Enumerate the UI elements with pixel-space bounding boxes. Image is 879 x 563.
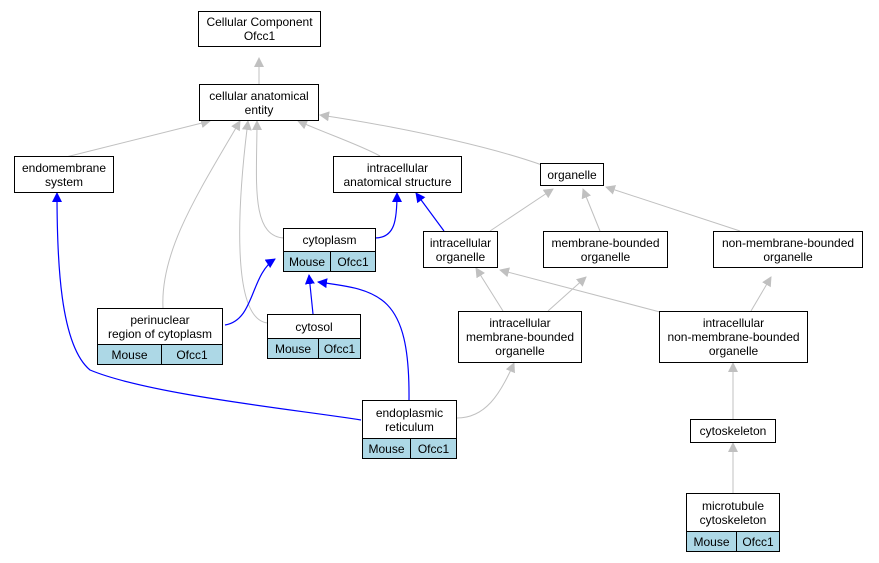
edge-inmbo-nmbo bbox=[750, 276, 772, 312]
edge-io-organelle bbox=[489, 188, 554, 232]
annotation-row: Mouse Ofcc1 bbox=[687, 531, 779, 551]
node-intracellular-non-membrane-bounded-organelle[interactable]: intracellular non-membrane-bounded organ… bbox=[659, 311, 808, 363]
edge-inmbo-io bbox=[499, 267, 661, 313]
node-organelle[interactable]: organelle bbox=[540, 163, 604, 186]
edge-imbo-mbo bbox=[547, 276, 587, 312]
edge-imbo-io bbox=[475, 267, 504, 312]
node-cellular-component[interactable]: Cellular Component Ofcc1 bbox=[198, 11, 321, 47]
node-intracellular-anatomical-structure[interactable]: intracellular anatomical structure bbox=[333, 156, 462, 193]
node-label: cytosol bbox=[295, 319, 333, 334]
node-cytoplasm[interactable]: cytoplasm Mouse Ofcc1 bbox=[283, 228, 376, 272]
node-cellular-anatomical-entity[interactable]: cellular anatomical entity bbox=[199, 84, 319, 121]
node-label: endomembrane system bbox=[21, 160, 107, 189]
node-microtubule-cytoskeleton[interactable]: microtubule cytoskeleton Mouse Ofcc1 bbox=[686, 493, 780, 552]
node-label: endoplasmic reticulum bbox=[375, 405, 444, 434]
node-label: membrane-bounded organelle bbox=[551, 235, 660, 264]
edge-cytoplasm-cae bbox=[251, 120, 285, 239]
edge-io-ias bbox=[415, 192, 445, 232]
node-label: Cellular Component Ofcc1 bbox=[206, 15, 313, 43]
gene-cell: Ofcc1 bbox=[318, 339, 360, 358]
node-endomembrane-system[interactable]: endomembrane system bbox=[14, 156, 114, 193]
node-label: cytoskeleton bbox=[699, 424, 767, 438]
edge-er-endo bbox=[52, 192, 362, 421]
annotation-row: Mouse Ofcc1 bbox=[98, 344, 222, 364]
gene-cell: Ofcc1 bbox=[736, 532, 779, 551]
node-label: intracellular anatomical structure bbox=[343, 160, 452, 189]
node-label: non-membrane-bounded organelle bbox=[721, 235, 855, 264]
species-cell: Mouse bbox=[363, 439, 410, 458]
edge-er-imbo bbox=[456, 362, 515, 419]
node-label: intracellular membrane-bounded organelle bbox=[465, 316, 575, 358]
node-endoplasmic-reticulum[interactable]: endoplasmic reticulum Mouse Ofcc1 bbox=[362, 400, 457, 459]
node-label: intracellular non-membrane-bounded organ… bbox=[667, 316, 800, 358]
species-cell: Mouse bbox=[687, 532, 736, 551]
node-intracellular-membrane-bounded-organelle[interactable]: intracellular membrane-bounded organelle bbox=[458, 311, 582, 363]
node-label: intracellular organelle bbox=[429, 235, 492, 264]
edge-er-cytoplasm bbox=[317, 278, 410, 401]
species-cell: Mouse bbox=[98, 345, 161, 364]
node-label: organelle bbox=[547, 167, 597, 182]
annotation-row: Mouse Ofcc1 bbox=[268, 338, 360, 358]
node-label: cellular anatomical entity bbox=[209, 88, 309, 117]
gene-cell: Ofcc1 bbox=[161, 345, 222, 364]
edge-nmbo-organelle bbox=[605, 185, 741, 232]
edge-ias-cae bbox=[297, 120, 381, 157]
edge-mbo-organelle bbox=[581, 188, 601, 232]
node-cytoskeleton[interactable]: cytoskeleton bbox=[690, 419, 776, 443]
annotation-row: Mouse Ofcc1 bbox=[363, 438, 456, 458]
species-cell: Mouse bbox=[284, 252, 330, 271]
node-label: perinuclear region of cytoplasm bbox=[107, 312, 213, 341]
node-label: microtubule cytoskeleton bbox=[699, 498, 767, 527]
node-perinuclear-region-of-cytoplasm[interactable]: perinuclear region of cytoplasm Mouse Of… bbox=[97, 308, 223, 365]
edge-peri-cae bbox=[162, 120, 241, 309]
edge-cytosol-cytoplasm bbox=[304, 274, 315, 315]
node-cytosol[interactable]: cytosol Mouse Ofcc1 bbox=[267, 314, 361, 359]
edge-endo-cae bbox=[65, 118, 211, 158]
species-cell: Mouse bbox=[268, 339, 318, 358]
gene-cell: Ofcc1 bbox=[410, 439, 456, 458]
node-intracellular-organelle[interactable]: intracellular organelle bbox=[423, 231, 498, 268]
node-membrane-bounded-organelle[interactable]: membrane-bounded organelle bbox=[543, 231, 668, 268]
annotation-row: Mouse Ofcc1 bbox=[284, 251, 375, 271]
edge-cytoplasm-ias bbox=[374, 192, 402, 239]
edge-organelle-cae bbox=[319, 111, 543, 166]
node-label: cytoplasm bbox=[302, 233, 357, 247]
gene-cell: Ofcc1 bbox=[330, 252, 375, 271]
edge-cytosol-cae bbox=[239, 120, 269, 324]
node-non-membrane-bounded-organelle[interactable]: non-membrane-bounded organelle bbox=[713, 231, 863, 268]
edge-peri-cytoplasm bbox=[224, 258, 276, 326]
